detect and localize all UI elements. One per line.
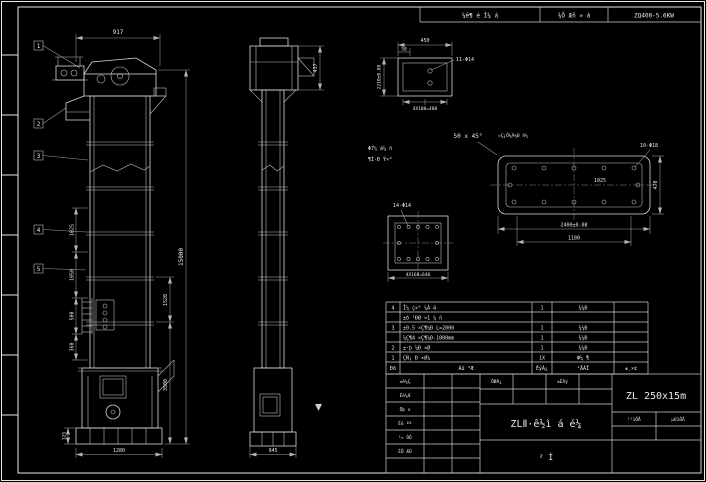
bom-cell-name: ¼Ç¶4 ×Ç¶¼Ð-1000mm: [403, 336, 454, 342]
dim-channel-spacing: 4X100=400: [413, 106, 438, 112]
header-cell-1: ¼ê¶ é Î¼ á: [462, 13, 499, 20]
bom-cell-mat: Ф¼ ¶: [577, 356, 589, 362]
dim-flange-spacing: 4X160=640: [406, 272, 431, 278]
item-balloons: 1 2 3 4 5: [33, 40, 89, 274]
dim-left-1: 1025: [70, 224, 76, 236]
bom-header-no: Ðð: [390, 366, 396, 372]
header-cell-3: ZQ400-5.6KW: [634, 13, 674, 20]
bom-cell-no: 4: [391, 306, 394, 312]
note-weld-1: Φ7¼ á¼ ñ: [368, 145, 392, 152]
dim-base-height: 125: [62, 432, 68, 440]
note-plate-holes: 10-Φ18: [640, 143, 658, 149]
balloon-1: 1: [37, 43, 41, 50]
balloon-3: 3: [37, 153, 41, 160]
balloon-2: 2: [37, 121, 41, 128]
bom-table: 4 Î¼ ç×° ¼Á й 1 ¾¼Ð ±ð ¹ÐØ ×1 ¼ ñ 3 ±0.5…: [385, 301, 649, 375]
balloon-5: 5: [37, 266, 41, 273]
bom-cell-mat: ¾¼Ð: [578, 346, 587, 352]
note-channel-holes: 11-Φ14: [456, 57, 474, 63]
bom-cell-name: ±ð ¹ÐØ ×1 ¼ ñ: [403, 315, 442, 322]
bom-header-mat: ²ÄÁÏ: [577, 365, 589, 372]
dim-plate-length: 2400±0.08: [560, 223, 587, 229]
note-plate: ¤Ç¿Õ¼Á¼Ð ñ¼: [498, 132, 528, 139]
title-block: ±ê¼Ç Éè¼Æ Öþ ͼ Éó ºº ¹¤ ÒÕ ÈÕ ÆÚ ÖØÁ¿ ±È…: [385, 373, 702, 474]
sheet-count-a: ¹²1ÕÅ: [627, 416, 641, 423]
bom-cell-no: 2: [391, 346, 394, 352]
plate-detail: 10-Φ18 1025 2400±0.08 1180 470: [490, 143, 664, 246]
dim-channel-offset: 50: [401, 47, 407, 53]
dim-plate-height: 470: [653, 180, 659, 189]
dim-lower-height: 3500: [163, 379, 169, 391]
drawing-title: ZLⅡ·ê½ì á é¼: [510, 418, 581, 430]
titleblock-row-label: Öþ ͼ: [400, 406, 411, 413]
dim-plate-inner: 1025: [594, 178, 606, 184]
front-view: [52, 56, 175, 445]
header-cell-2: ¾Õ Æñ » á: [558, 13, 591, 20]
bom-cell-no: 3: [391, 326, 394, 332]
dim-total-height: 15000: [178, 248, 185, 266]
sheet-count-b: µÚ1ÕÅ: [671, 416, 685, 423]
flange-detail: 14-Φ14 4X160=640: [383, 203, 453, 282]
bom-cell-qty: 1: [540, 346, 543, 352]
bom-cell-qty: 1: [540, 336, 543, 342]
titleblock-weight-label: ÖØÁ¿: [491, 378, 502, 385]
titleblock-row-label: ¹¤ ÒÕ: [398, 434, 412, 441]
titleblock-row-label: Éó ºº: [398, 419, 412, 427]
bom-header-qty: ÊýÁ¿: [536, 364, 548, 372]
dim-side-base: 945: [268, 448, 277, 454]
bom-cell-mat: ¾¼Ð: [578, 336, 587, 342]
bom-cell-mat: ¾¼Ð: [578, 326, 587, 332]
titleblock-row-label: ÈÕ ÆÚ: [398, 447, 412, 455]
titleblock-scale-label: ±ÈÀý: [557, 377, 568, 385]
dim-channel-width: 450: [420, 38, 429, 44]
front-view-dimensions: 917 15000 1520 3500 1025 1050 500 360 12…: [62, 29, 190, 458]
bom-cell-no: 1: [391, 356, 394, 362]
model-number: ZL 250x15m: [626, 391, 686, 402]
dim-mid-height: 1520: [163, 294, 169, 306]
dim-plate-inner-length: 1180: [568, 236, 580, 242]
bom-header-name: Ãû ³Æ: [458, 365, 473, 372]
bom-cell-mat: ¾¼Ð: [578, 306, 587, 312]
titleblock-row-label: Éè¼Æ: [400, 391, 411, 399]
dim-left-3: 500: [70, 311, 76, 320]
note-chamfer: 50 x 45°: [454, 133, 483, 140]
bom-cell-qty: 1: [540, 326, 543, 332]
dim-left-2: 1050: [70, 269, 76, 281]
channel-section-detail: 11-Φ14 450 50 2210±0.08 4X100=400: [377, 38, 475, 112]
side-view: [249, 37, 315, 447]
note-flange-holes: 14-Φ14: [393, 203, 411, 209]
annotation-notes: 50 x 45° Φ7¼ á¼ ñ ¶Ì·Ð Ý×° ¤Ç¿Õ¼Á¼Ð ñ¼: [368, 132, 528, 163]
sheet-label: ² Ì: [539, 451, 554, 462]
titleblock-row-label: ±ê¼Ç: [400, 378, 411, 385]
dim-base-width: 1280: [113, 448, 125, 454]
dim-channel-height: 2210±0.08: [377, 65, 383, 90]
note-weld-2: ¶Ì·Ð Ý×°: [368, 156, 392, 163]
bom-cell-name: ÇÑ¡ Ð ×Ø¼: [403, 355, 430, 362]
dim-left-4: 360: [70, 342, 76, 351]
dim-side-head: 437: [313, 63, 319, 72]
bom-cell-name: ±·þ ¼Ð ×Ø: [403, 345, 430, 352]
bom-header-notes: ±¸×¢: [625, 366, 637, 372]
bom-cell-qty: 1X: [539, 356, 545, 362]
weld-mark: [315, 404, 322, 411]
side-view-dimensions: 945 437: [249, 45, 324, 458]
bom-cell-name: ±0.5 ×Ç¶¼Ð L=2000: [403, 326, 454, 332]
top-header-table: ¼ê¶ é Î¼ á ¾Õ Æñ » á ZQ400-5.6KW: [419, 7, 701, 23]
balloon-4: 4: [37, 227, 41, 234]
dim-head-width: 917: [113, 29, 124, 36]
bom-cell-name: Î¼ ç×° ¼Á й: [403, 305, 436, 312]
bom-cell-qty: 1: [540, 306, 543, 312]
